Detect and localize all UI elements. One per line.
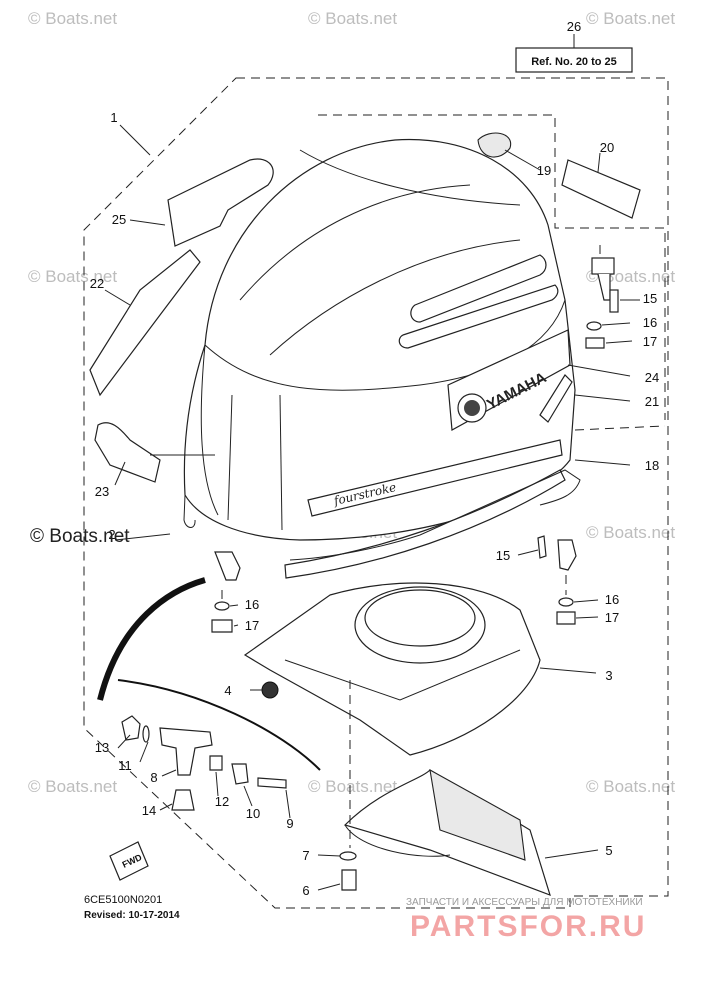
watermark: © Boats.net: [586, 9, 675, 28]
bolt-6: [341, 869, 357, 891]
callout-17: 17: [245, 618, 259, 633]
callout-26: 26: [567, 19, 581, 34]
decal-19: [477, 132, 512, 158]
callout-11: 11: [118, 758, 132, 773]
watermark: © Boats.net: [308, 9, 397, 28]
callout-13: 13: [95, 740, 109, 755]
callout-8: 8: [150, 770, 157, 785]
callout-17: 17: [605, 610, 619, 625]
decal-20: [561, 159, 641, 219]
top-cowling: fourstroke: [183, 138, 576, 579]
callout-10: 10: [246, 806, 260, 821]
callout-1: 1: [110, 110, 117, 125]
diagram-code: 6CE5100N0201: [84, 894, 162, 906]
bottom-cowl-edge: [97, 577, 206, 701]
callout-3: 3: [605, 668, 612, 683]
ref-box: Ref. No. 20 to 25: [515, 34, 633, 73]
watermark: © Boats.net: [308, 777, 397, 796]
watermark: © Boats.net: [28, 267, 117, 286]
decal-25: [167, 158, 274, 247]
tray-3: [243, 582, 541, 756]
seal-18: [289, 469, 581, 561]
callout-25: 25: [112, 212, 126, 227]
callout-17: 17: [643, 334, 657, 349]
callout-5: 5: [605, 843, 612, 858]
callout-19: 19: [537, 163, 551, 178]
callout-9: 9: [286, 816, 293, 831]
ref-box-label: Ref. No. 20 to 25: [531, 56, 617, 68]
latch-lower-right: [537, 535, 577, 625]
watermark: © Boats.net: [586, 523, 675, 542]
stripe-decal-21: [539, 374, 573, 423]
callout-22: 22: [90, 276, 104, 291]
callout-7: 7: [302, 848, 309, 863]
watermark-large: © Boats.net: [30, 526, 130, 547]
washer-7: [339, 851, 357, 861]
callout-16: 16: [643, 315, 657, 330]
latch-upper-right: [585, 245, 619, 349]
leader-lines: [104, 124, 640, 891]
callout-20: 20: [600, 140, 614, 155]
callout-21: 21: [645, 394, 659, 409]
seller-caption: ЗАПЧАСТИ И АКСЕССУАРЫ ДЛЯ МОТОТЕХНИКИ: [406, 897, 643, 908]
callout-numbers: 26 1 25 19 20 22 15 16 17 24 21 18 23 2 …: [90, 19, 659, 898]
callout-16: 16: [245, 597, 259, 612]
callout-24: 24: [645, 370, 659, 385]
decal-23: [94, 422, 161, 483]
watermark: © Boats.net: [586, 777, 675, 796]
callout-6: 6: [302, 883, 309, 898]
callout-15: 15: [496, 548, 510, 563]
watermark: © Boats.net: [28, 777, 117, 796]
bottom-cowl-line: [117, 679, 321, 771]
latch-left: [211, 551, 241, 633]
seller-logo: PARTSFOR.RU: [410, 910, 646, 943]
revised-date: Revised: 10-17-2014: [84, 910, 180, 921]
cover-boundary: [318, 114, 666, 420]
callout-16: 16: [605, 592, 619, 607]
callout-23: 23: [95, 484, 109, 499]
seal-boundary: [574, 425, 666, 431]
callout-18: 18: [645, 458, 659, 473]
callout-4: 4: [224, 683, 231, 698]
callout-2: 2: [108, 527, 115, 542]
small-parts-left: FWD: [109, 715, 287, 881]
duct-5: [343, 768, 551, 896]
callout-12: 12: [215, 794, 229, 809]
callout-14: 14: [142, 803, 156, 818]
watermark: © Boats.net: [28, 9, 117, 28]
decal-22: [89, 249, 201, 397]
callout-15: 15: [643, 291, 657, 306]
